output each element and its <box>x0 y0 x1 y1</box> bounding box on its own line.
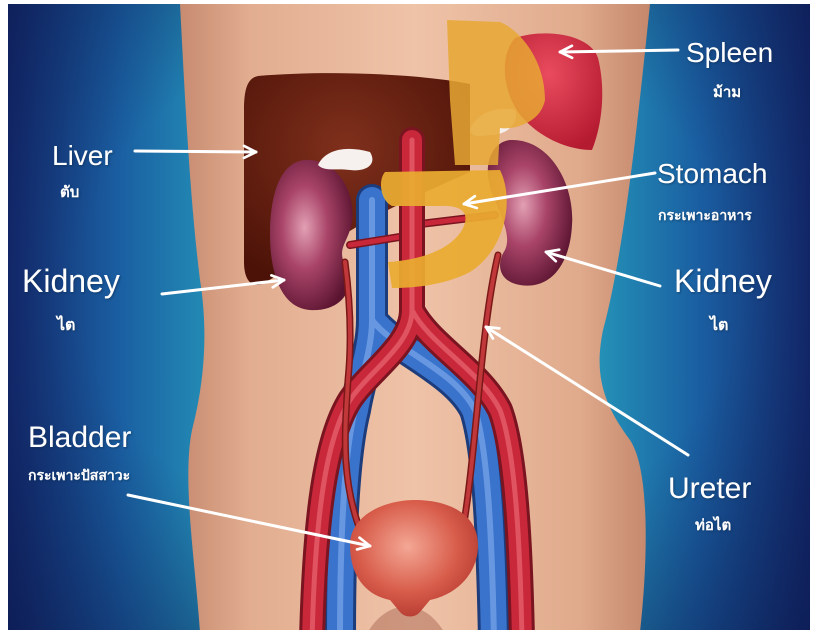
label-liver: Liver <box>52 140 113 171</box>
label-liver-thai: ตับ <box>60 183 79 201</box>
arrow-spleen <box>560 50 678 52</box>
label-kidney-left-thai: ไต <box>55 315 75 334</box>
label-ureter: Ureter <box>668 472 751 505</box>
label-kidney-right: Kidney <box>674 263 772 299</box>
label-spleen-thai: ม้าม <box>713 83 741 101</box>
label-kidney-right-thai: ไต <box>708 315 728 334</box>
label-ureter-thai: ท่อไต <box>695 515 731 534</box>
label-bladder-thai: กระเพาะปัสสาวะ <box>28 468 130 484</box>
label-stomach: Stomach <box>657 158 768 189</box>
kidney-left <box>270 160 353 310</box>
label-bladder: Bladder <box>28 421 131 454</box>
label-stomach-thai: กระเพาะอาหาร <box>658 208 752 224</box>
label-spleen: Spleen <box>686 37 773 68</box>
label-kidney-left: Kidney <box>22 263 120 299</box>
arrow-liver <box>135 151 256 152</box>
